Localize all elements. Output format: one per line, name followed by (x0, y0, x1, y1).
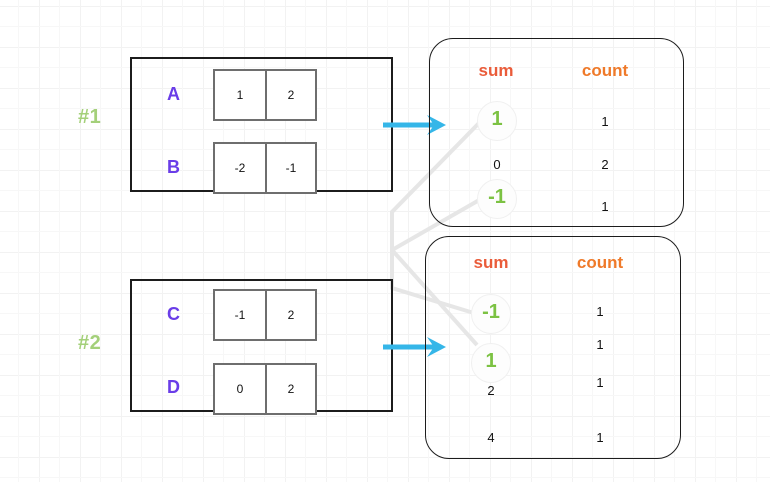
panel-1-sum-0: 1 (491, 108, 503, 130)
panel-2-count-1: 1 (596, 337, 604, 352)
panel-1 (429, 38, 684, 227)
panel-2-count-3: 1 (596, 430, 604, 445)
panel-1-sum-2: -1 (488, 186, 506, 208)
panel-2-ring-0 (471, 294, 511, 334)
row-label-b: B (167, 157, 180, 177)
panel-1-header-count: count (581, 61, 629, 80)
cell-a-0: 1 (236, 88, 244, 102)
cell-c-1: 2 (265, 291, 315, 339)
row-cells-b: -2 -1 (213, 142, 317, 194)
cell-d-1: 2 (265, 365, 315, 413)
row-label-c: C (167, 304, 180, 324)
row-cells-a: 1 2 (213, 69, 317, 121)
row-label-a: A (167, 84, 180, 104)
panel-2-header-count: count (576, 253, 624, 272)
panel-2-sum-3: 4 (487, 430, 495, 445)
arrow-group1-to-panel1 (383, 115, 446, 135)
cell-d-0: 0 (236, 382, 244, 396)
group-label-2: #2 (78, 332, 102, 354)
row-cells-c: -1 2 (213, 289, 317, 341)
panel-2 (425, 236, 681, 459)
row-cells-d: 0 2 (213, 363, 317, 415)
row-label-d: D (167, 377, 180, 397)
panel-1-count-2: 1 (601, 199, 609, 214)
panel-1-count-1: 2 (601, 157, 609, 172)
panel-2-sum-1: 1 (485, 350, 497, 372)
panel-1-ring-0 (477, 101, 517, 141)
cell-a-1: 2 (265, 71, 315, 119)
panel-1-sum-1: 0 (493, 157, 501, 172)
cell-b-1: -1 (265, 144, 315, 192)
panel-1-ring-2 (477, 179, 517, 219)
cell-c-0: -1 (234, 308, 246, 322)
panel-2-count-2: 1 (596, 375, 604, 390)
panel-2-sum-2: 2 (487, 383, 495, 398)
cell-b-0: -2 (234, 161, 246, 175)
panel-2-ring-1 (471, 343, 511, 383)
panel-1-count-0: 1 (601, 114, 609, 129)
panel-2-sum-0: -1 (482, 301, 500, 323)
group-label-1: #1 (78, 106, 102, 128)
panel-2-header-sum: sum (473, 253, 509, 272)
panel-2-count-0: 1 (596, 304, 604, 319)
panel-1-header-sum: sum (478, 61, 514, 80)
